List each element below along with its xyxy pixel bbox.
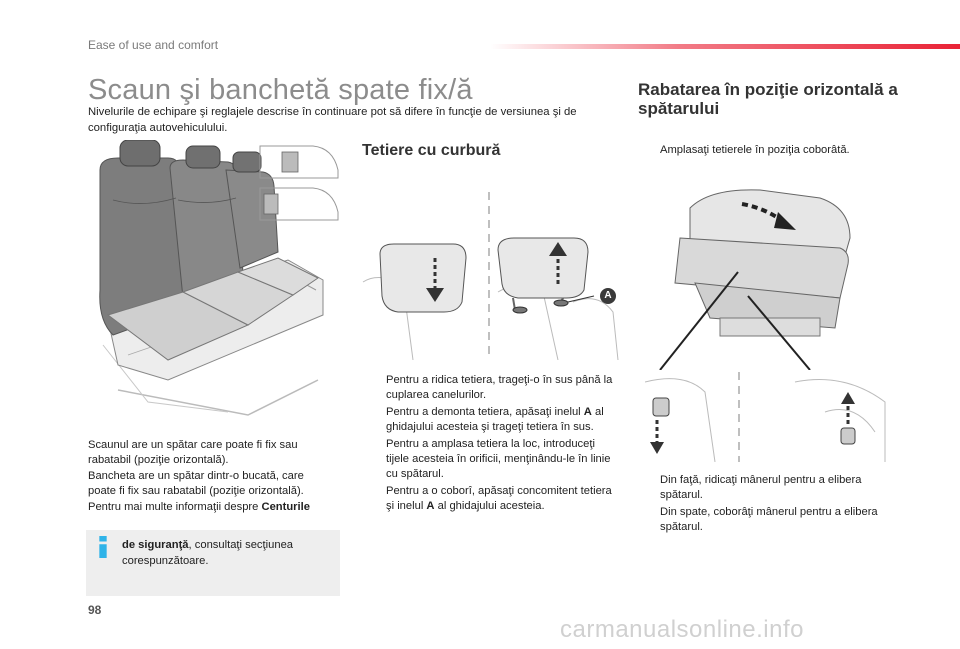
folding-heading: Rabatarea în poziţie orizontală a spătar… <box>638 80 898 118</box>
rear-seat-illustration <box>99 140 324 416</box>
description-line: Scaunul are un spătar care poate fi fix … <box>88 439 298 467</box>
more-info-line: Pentru mai multe informaţii despre Centu… <box>88 500 310 513</box>
page-number: 98 <box>88 603 102 617</box>
bullet-item: Din spate, coborâţi mânerul pentru a eli… <box>660 505 878 534</box>
watermark-text: carmanualsonline.info <box>560 616 804 643</box>
headrests-heading: Tetiere cu curbură <box>362 142 501 159</box>
page-title: Scaun şi banchetă spate fix/ă <box>88 74 473 106</box>
info-icon <box>99 536 107 558</box>
info-box <box>86 530 340 596</box>
bullet-item: Din faţă, ridicaţi mânerul pentru a elib… <box>660 474 862 502</box>
description-line: Bancheta are un spătar dintr-o bucată, c… <box>88 469 304 498</box>
info-text: de siguranţă, consultaţi secţiunea cores… <box>122 539 294 567</box>
bullet-item: Pentru a demonta tetiera, apăsaţi inelul… <box>386 405 604 434</box>
header-accent-bar <box>490 44 960 49</box>
bullet-item: Pentru a ridica tetiera, trageţi-o în su… <box>386 374 613 402</box>
folding-release-steps: Din faţă, ridicaţi mânerul pentru a elib… <box>642 473 902 537</box>
headrest-adjustment-illustration <box>362 192 619 360</box>
label-a-marker: A <box>600 288 616 304</box>
bullet-item: Pentru a o coborî, apăsaţi concomitent t… <box>386 484 612 513</box>
vehicle-top-view-diagram <box>259 145 339 221</box>
bullet-item: Pentru a amplasa tetiera la loc, introdu… <box>386 437 611 481</box>
seat-description: Scaunul are un spătar care poate fi fix … <box>88 438 333 515</box>
section-label: Ease of use and comfort <box>88 38 219 52</box>
seat-folding-illustration <box>659 189 851 370</box>
headrest-instructions: Pentru a ridica tetiera, trageţi-o în su… <box>368 373 618 516</box>
release-handles-illustration <box>645 372 886 462</box>
intro-paragraph: Nivelurile de echipare şi reglajele desc… <box>88 106 577 134</box>
bullet-item: Amplasaţi tetierele în poziţia coborâtă. <box>660 144 850 156</box>
seatbelts-link: Centurile <box>261 500 310 513</box>
folding-step-1: Amplasaţi tetierele în poziţia coborâtă. <box>642 143 922 159</box>
